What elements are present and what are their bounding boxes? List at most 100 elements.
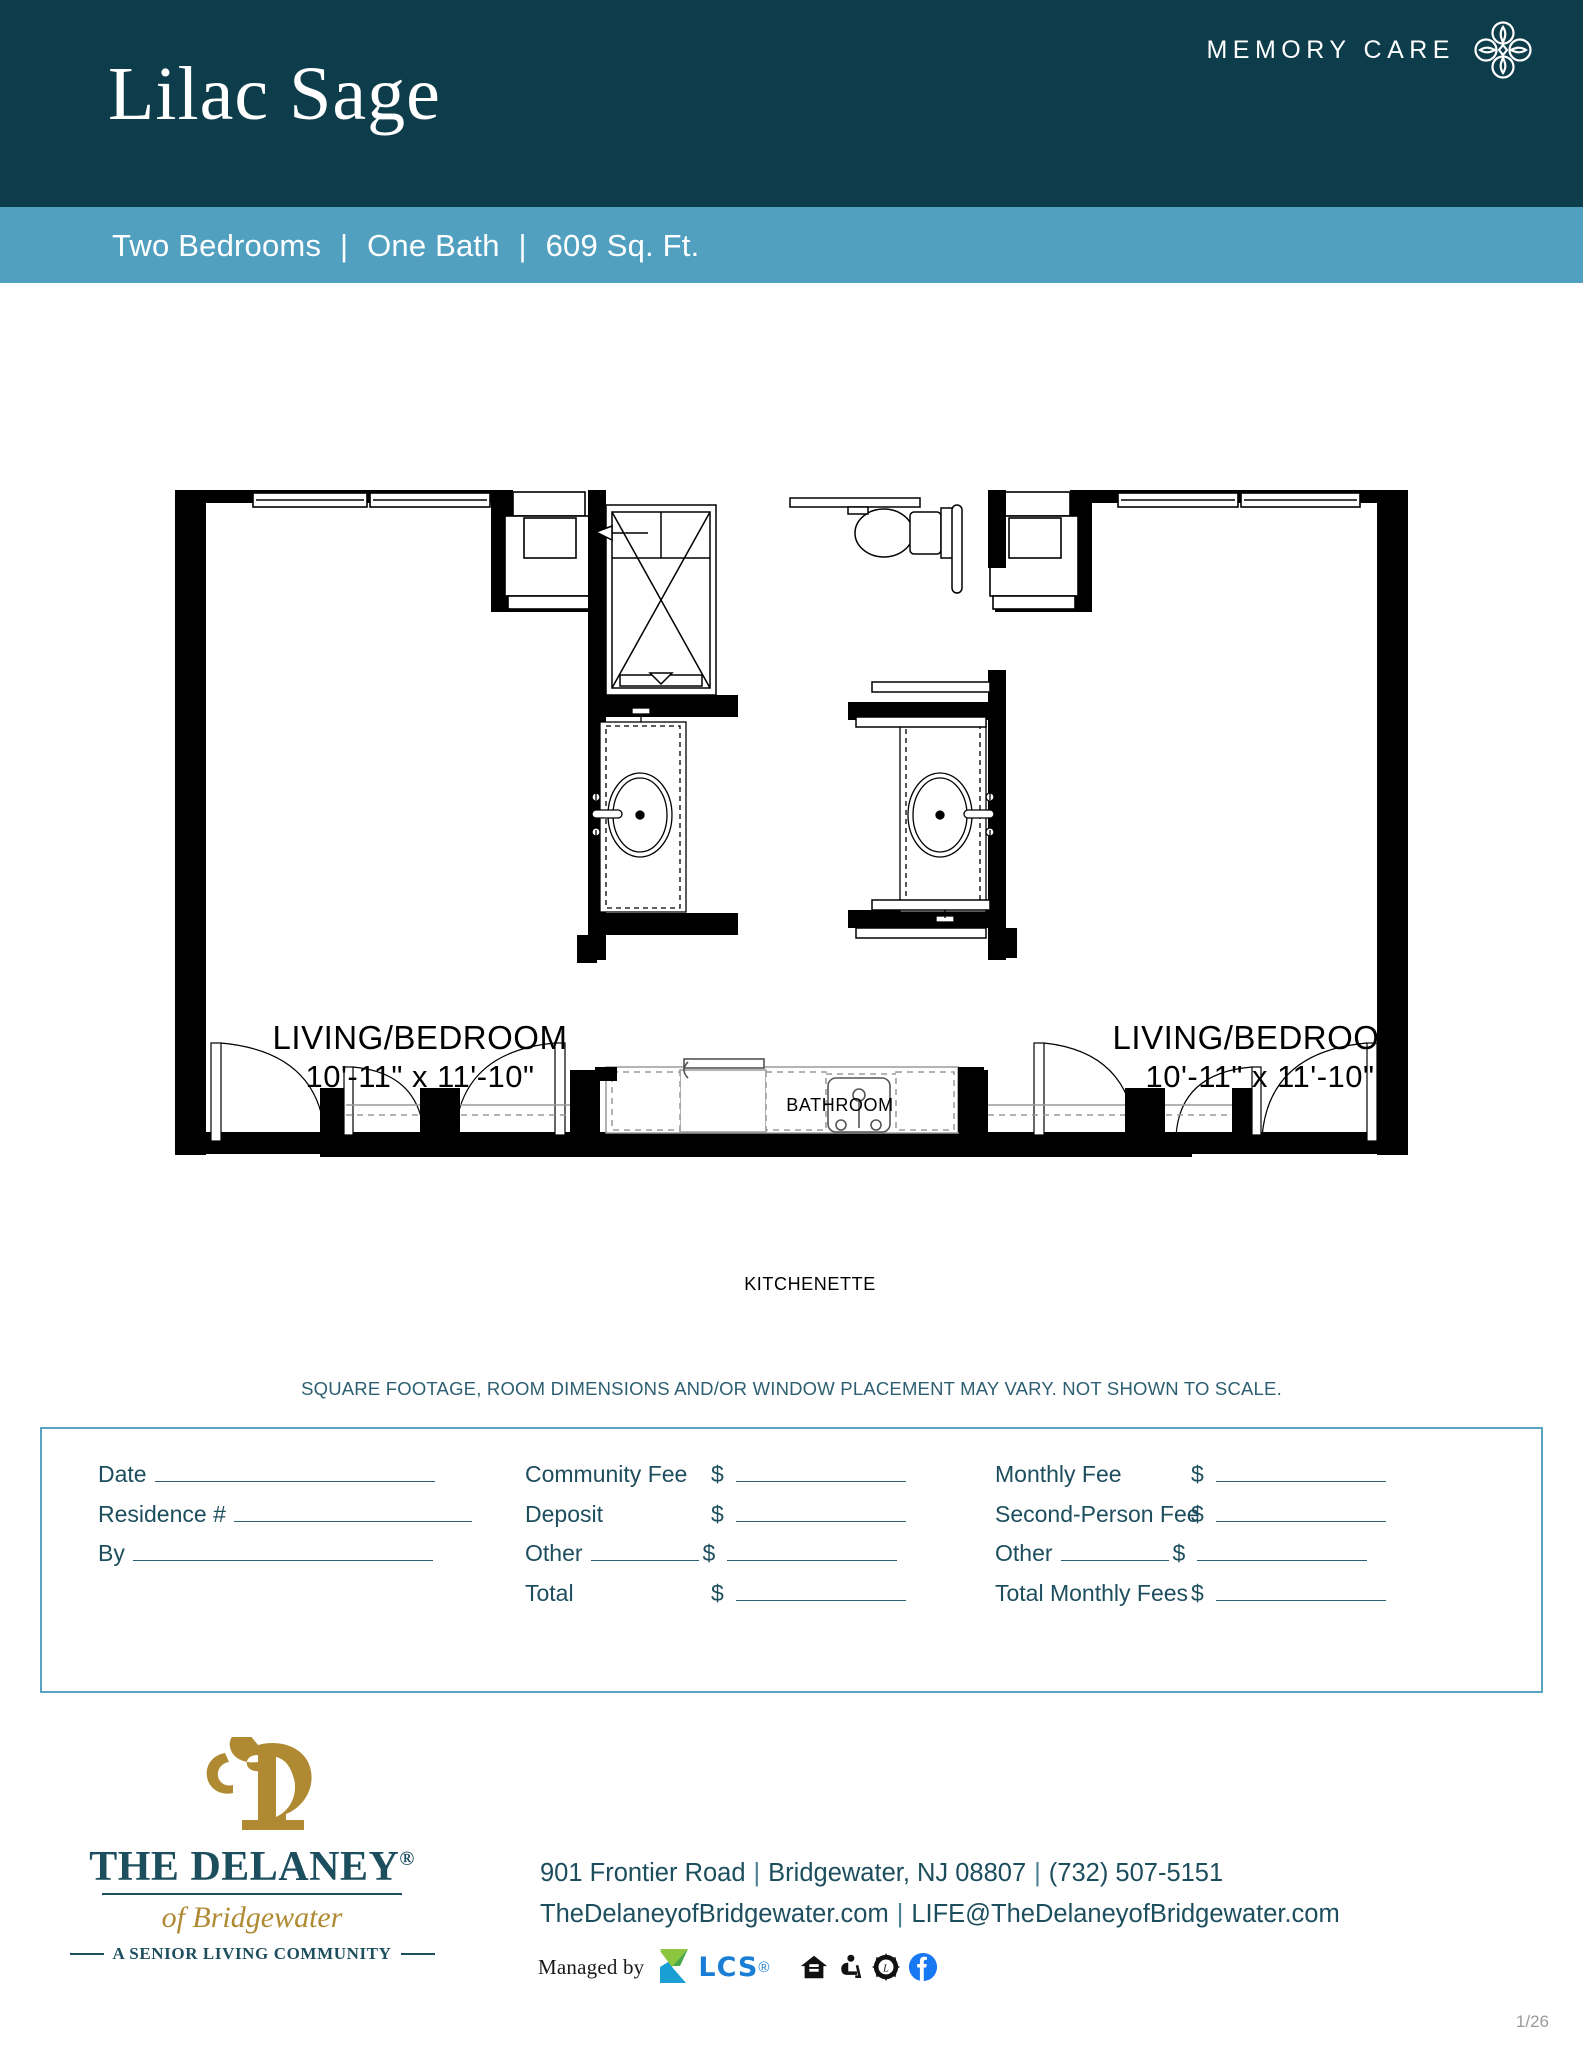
brand-tagline: A SENIOR LIVING COMMUNITY [112, 1944, 392, 1963]
spec-sep-1: | [339, 228, 349, 263]
field-total-input[interactable] [735, 1584, 906, 1601]
field-other-right-name-input[interactable] [1060, 1544, 1169, 1561]
field-total-currency: $ [711, 1579, 724, 1606]
field-second-person-fee-label: Second-Person Fee [995, 1500, 1200, 1527]
spec-bathrooms: One Bath [367, 228, 500, 263]
disclaimer-text: SQUARE FOOTAGE, ROOM DIMENSIONS AND/OR W… [301, 1378, 1282, 1399]
floorplan-drawing [175, 490, 1408, 1157]
equal-housing-icon [801, 1955, 828, 1979]
field-monthly-fee[interactable]: Monthly Fee $ [995, 1461, 1495, 1501]
room-label-right-block: LIVING/BEDROOM 10'-11" x 11'-10" [1010, 1018, 1510, 1097]
svg-text:L: L [883, 1964, 890, 1975]
field-other-right[interactable]: Other $ [995, 1540, 1495, 1580]
contact-phone[interactable]: (732) 507-5151 [1048, 1859, 1224, 1887]
field-total-monthly-fees-currency: $ [1191, 1579, 1204, 1606]
spec-area: 609 Sq. Ft. [545, 228, 700, 263]
field-other-mid-label: Other [525, 1540, 583, 1566]
form-column-middle: Community Fee $ Deposit $ Other $ Total … [525, 1461, 995, 1671]
lcs-registered: ® [758, 1958, 770, 1976]
delaney-wordmark: THE DELANEY® [62, 1846, 442, 1888]
field-by-input[interactable] [132, 1544, 433, 1561]
delaney-logo: THE DELANEY® of Bridgewater A SENIOR LIV… [62, 1728, 442, 1987]
field-second-person-fee-input[interactable] [1215, 1505, 1386, 1522]
field-second-person-fee[interactable]: Second-Person Fee $ [995, 1501, 1495, 1541]
room-label-right: LIVING/BEDROOM [1112, 1019, 1408, 1056]
field-other-mid-name-input[interactable] [590, 1544, 699, 1561]
field-total[interactable]: Total $ [525, 1580, 995, 1620]
page-number: 1/26 [1515, 2012, 1549, 2031]
delaney-monogram-icon [206, 1728, 312, 1830]
field-other-right-currency: $ [1172, 1540, 1186, 1566]
contact-city: Bridgewater, NJ 08807 [768, 1859, 1027, 1887]
specs-band [0, 207, 1583, 283]
accessibility-icon [841, 1954, 862, 1978]
header-banner [0, 0, 1583, 207]
kitchenette-label-block: KITCHENETTE [660, 1274, 960, 1295]
lcs-chevron-icon [660, 1949, 689, 1983]
field-deposit[interactable]: Deposit $ [525, 1501, 995, 1541]
brand-delaney: DELANEY [190, 1844, 400, 1890]
form-column-left: Date Residence # By [70, 1461, 525, 1671]
contact-line-1: 901 Frontier Road|Bridgewater, NJ 08807|… [540, 1853, 1340, 1894]
contact-sep-1: | [753, 1859, 761, 1887]
brand-registered: ® [399, 1848, 415, 1870]
field-residence-label: Residence # [98, 1500, 226, 1527]
field-date[interactable]: Date [98, 1461, 525, 1501]
field-total-monthly-fees[interactable]: Total Monthly Fees $ [995, 1580, 1495, 1620]
field-deposit-input[interactable] [735, 1505, 906, 1522]
tagline-rule-right [400, 1953, 435, 1955]
field-residence-input[interactable] [233, 1505, 472, 1522]
managed-by-row: Managed by LCS® L [538, 1947, 938, 1987]
field-community-fee-currency: $ [711, 1461, 724, 1487]
page-title: Lilac Sage [108, 52, 441, 136]
facebook-icon[interactable] [908, 1952, 938, 1982]
field-other-right-input[interactable] [1197, 1544, 1368, 1561]
specs-text: Two Bedrooms | One Bath | 609 Sq. Ft. [112, 228, 699, 264]
field-date-label: Date [98, 1461, 147, 1487]
fee-worksheet-box: Date Residence # By Community Fee $ Depo… [40, 1427, 1543, 1693]
field-other-mid[interactable]: Other $ [525, 1540, 995, 1580]
field-other-mid-input[interactable] [727, 1544, 898, 1561]
logo-divider [102, 1893, 402, 1895]
room-label-left-block: LIVING/BEDROOM 10'-11" x 11'-10" [170, 1018, 670, 1097]
field-community-fee-input[interactable] [735, 1465, 906, 1482]
brand-location: of Bridgewater [161, 1901, 343, 1934]
brand-the: THE [89, 1844, 180, 1890]
contact-address: 901 Frontier Road [540, 1859, 746, 1887]
field-total-label: Total [525, 1579, 574, 1606]
field-total-monthly-fees-input[interactable] [1215, 1584, 1386, 1601]
field-date-input[interactable] [154, 1465, 435, 1482]
field-monthly-fee-input[interactable] [1215, 1465, 1386, 1482]
bathroom-label-block: BATHROOM [720, 1095, 960, 1116]
room-dims-left: 10'-11" x 11'-10" [305, 1059, 535, 1095]
room-label-kitchenette: KITCHENETTE [744, 1274, 876, 1294]
contact-email[interactable]: LIFE@TheDelaneyofBridgewater.com [911, 1900, 1340, 1929]
care-type-label: MEMORY CARE [1206, 36, 1455, 64]
field-by-label: By [98, 1540, 125, 1566]
spec-bedrooms: Two Bedrooms [112, 228, 322, 263]
contact-info: 901 Frontier Road|Bridgewater, NJ 08807|… [540, 1853, 1340, 1936]
form-column-right: Monthly Fee $ Second-Person Fee $ Other … [995, 1461, 1495, 1671]
field-community-fee-label: Community Fee [525, 1461, 688, 1487]
field-other-right-label: Other [995, 1540, 1053, 1566]
room-label-left: LIVING/BEDROOM [272, 1019, 568, 1056]
tagline-rule-left [69, 1953, 104, 1955]
brand-tagline-row: A SENIOR LIVING COMMUNITY [62, 1944, 442, 1964]
compliance-badges: L [799, 1952, 938, 1982]
contact-sep-3: | [896, 1900, 904, 1929]
field-monthly-fee-label: Monthly Fee [995, 1461, 1122, 1487]
managed-by-label: Managed by [538, 1954, 645, 1979]
field-community-fee[interactable]: Community Fee $ [525, 1461, 995, 1501]
lcs-wordmark: LCS [698, 1951, 759, 1983]
room-dims-right: 10'-11" x 11'-10" [1145, 1059, 1375, 1095]
contact-line-2: TheDelaneyofBridgewater.com|LIFE@TheDela… [540, 1894, 1340, 1935]
quatrefoil-icon [1474, 21, 1532, 79]
lcs-logo: LCS® [658, 1947, 769, 1987]
contact-sep-2: | [1034, 1859, 1041, 1887]
contact-website[interactable]: TheDelaneyofBridgewater.com [540, 1900, 889, 1929]
field-residence[interactable]: Residence # [98, 1501, 525, 1541]
field-deposit-currency: $ [711, 1500, 724, 1527]
field-other-mid-currency: $ [702, 1540, 716, 1566]
pet-friendly-icon: L [872, 1952, 901, 1982]
field-by[interactable]: By [98, 1540, 525, 1580]
